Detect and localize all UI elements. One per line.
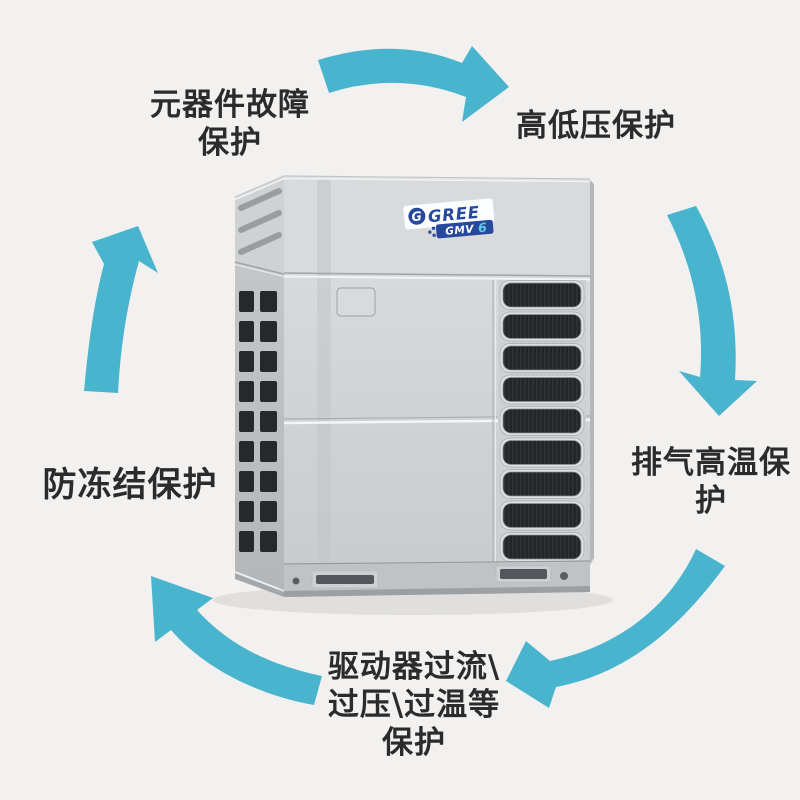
gmv-series-number: 6 bbox=[477, 220, 487, 236]
unit-nameplate bbox=[336, 287, 376, 317]
side-fin-cell bbox=[260, 501, 277, 522]
grille-louver bbox=[502, 377, 582, 402]
side-fin-cell bbox=[260, 471, 277, 492]
unit-side-fin-grid bbox=[239, 291, 277, 552]
cycle-arrow-left-icon bbox=[84, 226, 158, 393]
cycle-arrow-top-icon bbox=[318, 46, 509, 122]
unit-side-base bbox=[235, 573, 284, 597]
side-fin-cell bbox=[260, 321, 277, 342]
grille-louver bbox=[502, 345, 582, 371]
label-line: 防冻结保护 bbox=[42, 465, 218, 505]
unit-seam-upper bbox=[283, 272, 591, 277]
cycle-arrows bbox=[84, 46, 757, 708]
label-line: 排气高温保 bbox=[631, 445, 791, 481]
grille-louver bbox=[502, 314, 582, 339]
label-line: 高低压保护 bbox=[516, 108, 676, 144]
side-fin-cell bbox=[239, 351, 254, 372]
side-fin-cell bbox=[260, 411, 277, 432]
cycle-arrow-bottom-left-icon bbox=[151, 576, 322, 705]
side-fin-cell bbox=[260, 381, 277, 402]
unit-base-bolt-right bbox=[560, 572, 568, 580]
side-fin-cell bbox=[260, 531, 277, 552]
label-driver-overcurrent-protection: 驱动器过流\ 过压\过温等 保护 bbox=[294, 648, 534, 762]
side-fin-cell bbox=[239, 291, 254, 312]
side-fin-cell bbox=[260, 441, 277, 462]
label-line: 元器件故障 bbox=[150, 87, 310, 123]
grille-louver bbox=[502, 408, 582, 434]
side-fin-cell bbox=[239, 321, 254, 342]
side-fin-cell bbox=[239, 531, 254, 552]
label-high-low-pressure-protection: 高低压保护 bbox=[476, 107, 716, 145]
cycle-arrow-right-icon bbox=[667, 206, 757, 416]
label-line: 护 bbox=[695, 483, 727, 519]
unit-right-edge bbox=[590, 180, 594, 565]
label-line: 保护 bbox=[198, 125, 262, 161]
side-fin-cell bbox=[260, 351, 277, 372]
gmv-series-text: GMV bbox=[445, 223, 475, 237]
cycle-arrow-bottom-right-icon bbox=[506, 549, 725, 708]
side-fin-cell bbox=[239, 381, 254, 402]
side-fin-cell bbox=[239, 501, 254, 522]
side-fin-cell bbox=[239, 411, 254, 432]
gmv6-badge bbox=[435, 219, 494, 239]
gree-circle-g-letter: G bbox=[411, 208, 423, 224]
unit-side-seam bbox=[234, 261, 285, 275]
label-line: 保护 bbox=[382, 725, 446, 761]
grille-louver bbox=[502, 471, 582, 497]
unit-top-edge bbox=[234, 175, 591, 198]
label-component-failure-protection: 元器件故障 保护 bbox=[110, 86, 350, 162]
side-fin-cell bbox=[239, 441, 254, 462]
grille-louver bbox=[502, 534, 582, 560]
unit-seam-upper-highlight bbox=[283, 275, 591, 281]
grille-louver bbox=[502, 282, 582, 308]
label-exhaust-high-temp-protection: 排气高温保 护 bbox=[616, 444, 800, 520]
gmv6-pixel-decoration bbox=[428, 226, 436, 237]
unit-base-bolt-left bbox=[292, 577, 300, 585]
unit-base-slot-left bbox=[316, 575, 374, 584]
unit-top-edge-highlight bbox=[234, 177, 591, 201]
grille-louver bbox=[502, 440, 582, 465]
gree-brand-text: GREE bbox=[427, 203, 480, 226]
unit-base-bottom-strip bbox=[284, 586, 590, 597]
side-fin-cell bbox=[260, 291, 277, 312]
label-antifreeze-protection: 防冻结保护 bbox=[15, 466, 245, 504]
unit-side-vents bbox=[238, 188, 282, 255]
unit-base-slot-right bbox=[500, 569, 547, 579]
label-line: 过压\过温等 bbox=[327, 687, 501, 723]
unit-base-topline bbox=[283, 560, 591, 565]
gree-outdoor-unit-illustration: G GREE GMV 6 bbox=[213, 175, 613, 615]
gree-logo: G GREE GMV 6 bbox=[402, 197, 495, 239]
unit-side-seam-highlight bbox=[234, 263, 285, 278]
gree-circle-g-icon bbox=[408, 207, 426, 225]
grille-louvers bbox=[499, 280, 585, 562]
side-fin-cell bbox=[239, 471, 254, 492]
unit-front-reflection-stripe bbox=[317, 178, 331, 566]
grille-louver bbox=[502, 503, 582, 528]
label-line: 驱动器过流\ bbox=[327, 649, 501, 685]
